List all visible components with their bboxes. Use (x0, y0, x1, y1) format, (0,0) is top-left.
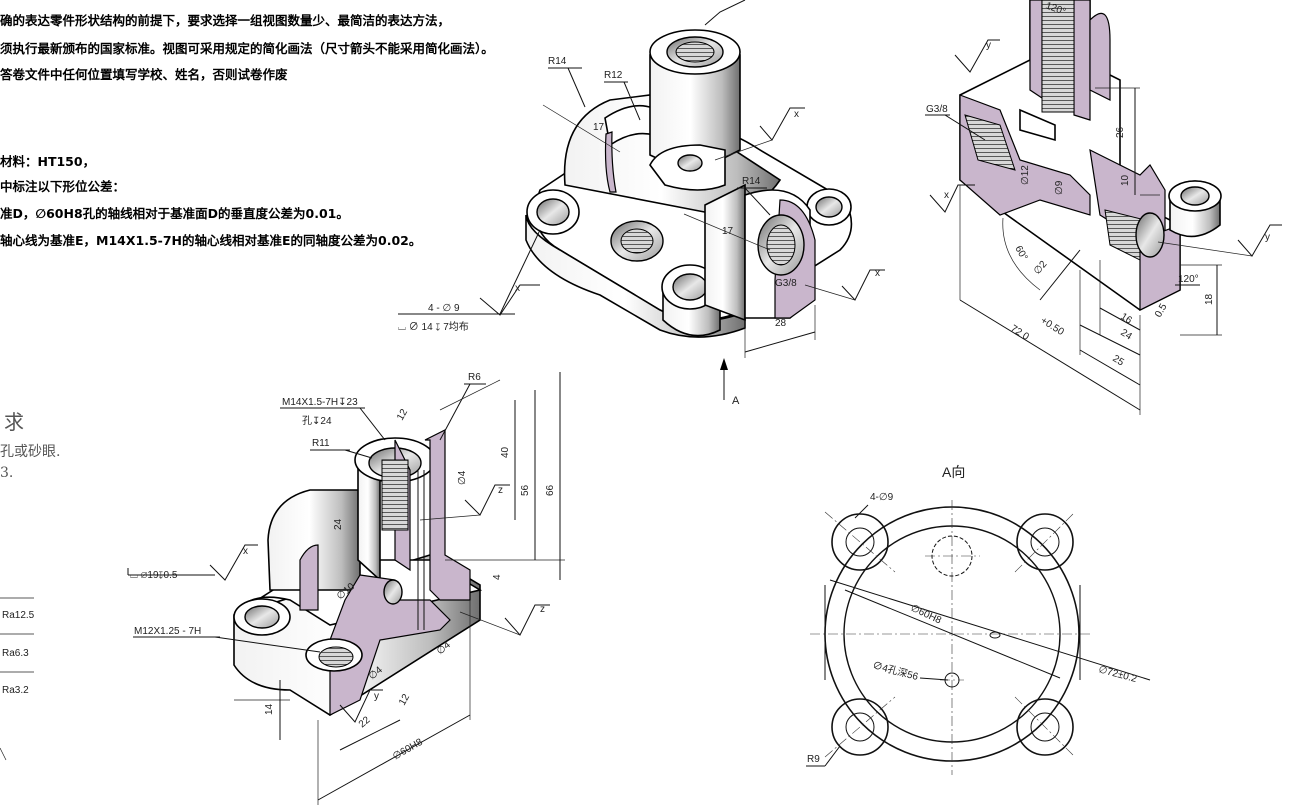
iso-dim-r12: R12 (604, 70, 623, 81)
sec-l-x: x (243, 546, 248, 557)
sec-r-72: 72 0 (1008, 323, 1031, 343)
iso-dim-28: 28 (775, 318, 787, 329)
sec-r-y1: y (986, 40, 991, 51)
sec-l-z2: z (540, 604, 545, 615)
iso-dim-r14b: R14 (742, 176, 761, 187)
a-view-72: ∅72±0.2 (1097, 664, 1138, 685)
roughness-3: Ra3.2 (2, 685, 29, 696)
sec-l-spotface: ⌴ ∅19↧0.5 (130, 570, 178, 581)
sec-r-12: ∅12 (1020, 165, 1031, 185)
sec-r-x: x (944, 190, 949, 201)
sec-r-26: 26 (1115, 126, 1126, 138)
roughness-1: Ra12.5 (2, 610, 35, 621)
sec-l-m12: M12X1.25 - 7H (134, 626, 201, 637)
requirement-line-1: 确的表达零件形状结构的前提下，要求选择一组视图数量少、最简洁的表达方法， (0, 13, 451, 28)
technical-title: 求 (4, 410, 24, 434)
iso-rough-x2: x (794, 109, 799, 120)
iso-rough-x3: x (875, 268, 880, 279)
sec-r-y2: y (1265, 232, 1270, 243)
iso-dim-g38: G3/8 (775, 278, 797, 289)
tolerance-item-2: 轴心线为基准E，M14X1.5-7H的轴心线相对基准E的同轴度公差为0.02。 (0, 233, 422, 248)
sec-l-m14: M14X1.5-7H↧23 (282, 397, 358, 408)
sec-r-g38: G3/8 (926, 104, 948, 115)
a-view-holes: 4-∅9 (870, 492, 894, 503)
a-view-hole4: ∅4孔深56 (871, 659, 920, 683)
section-view-right: G3/8 y x y 120° 26 10 ∅12 ∅9 60° ∅2 72 0… (925, 0, 1282, 415)
a-direction-view: A向 4-∅9 ∅60H8 ∅4孔深56 ∅72±0.2 R9 (806, 464, 1151, 775)
sec-l-4a: ∅4 (457, 470, 468, 485)
iso-holes-callout: 4 - ∅ 9 (428, 303, 460, 314)
sec-l-4d: 4 (492, 574, 503, 580)
sec-l-12: 12 (395, 407, 410, 423)
sec-l-60h8: ∅60H8 (391, 737, 425, 763)
sec-l-z1: z (498, 485, 503, 496)
sec-r-9: ∅9 (1054, 180, 1065, 195)
sec-l-14: 14 (264, 703, 275, 715)
sec-r-050: +0.50 (1038, 315, 1066, 338)
iso-dim-17a: 17 (593, 122, 605, 133)
sec-l-56: 56 (520, 484, 531, 496)
sec-l-hole: 孔↧24 (302, 415, 332, 427)
sec-r-10: 10 (1120, 174, 1131, 186)
sec-l-24: 24 (333, 518, 344, 530)
iso-dim-r14: R14 (548, 56, 567, 67)
technical-line-1: 孔或砂眼. (0, 444, 61, 460)
isometric-view: R14 R12 17 17 R14 G3/8 28 4 - ∅ 9 ⌴ ∅ 14… (398, 0, 885, 407)
iso-dim-17b: 17 (722, 226, 734, 237)
sec-r-2: ∅2 (1032, 259, 1050, 277)
sec-l-66: 66 (545, 484, 556, 496)
roughness-2: Ra6.3 (2, 648, 29, 659)
iso-rough-x1: x (515, 283, 520, 294)
a-view-title: A向 (942, 464, 965, 480)
sec-r-25: 25 (1110, 353, 1126, 368)
sec-r-60: 60° (1012, 244, 1029, 263)
sec-l-40: 40 (500, 446, 511, 458)
sec-r-16: 16 (1118, 311, 1134, 326)
sec-l-22: 22 (357, 714, 373, 730)
iso-view-arrow-a: A (732, 395, 740, 407)
roughness-symbols: Ra12.5 Ra6.3 Ra3.2 (0, 597, 35, 761)
technical-line-2: 3. (0, 465, 14, 481)
tolerance-intro: 中标注以下形位公差： (0, 179, 126, 194)
sec-l-y: y (374, 691, 379, 702)
tolerance-item-1: 准D，∅60H8孔的轴线相对于基准面D的垂直度公差为0.01。 (0, 206, 349, 221)
iso-spotface-callout: ⌴ ∅ 14 ↧ 7均布 (398, 321, 469, 333)
sec-r-24: 24 (1118, 327, 1134, 342)
a-view-r9: R9 (807, 754, 820, 765)
sec-r-18: 18 (1204, 293, 1215, 305)
section-view-left: M14X1.5-7H↧23 孔↧24 R6 R11 12 40 56 66 24… (127, 372, 565, 805)
requirement-line-3: 答卷文件中任何位置填写学校、姓名，否则试卷作废 (0, 67, 288, 82)
sec-l-r6: R6 (468, 372, 481, 383)
sec-l-r11: R11 (312, 438, 330, 449)
sec-r-05: 0.5 (1153, 302, 1170, 320)
material-label: 材料：HT150， (0, 154, 96, 169)
sec-r-120b: 120° (1178, 274, 1199, 285)
sec-l-12b: 12 (397, 692, 412, 708)
requirement-line-2: 须执行最新颁布的国家标准。视图可采用规定的简化画法（尺寸箭头不能采用简化画法）。 (0, 41, 494, 56)
